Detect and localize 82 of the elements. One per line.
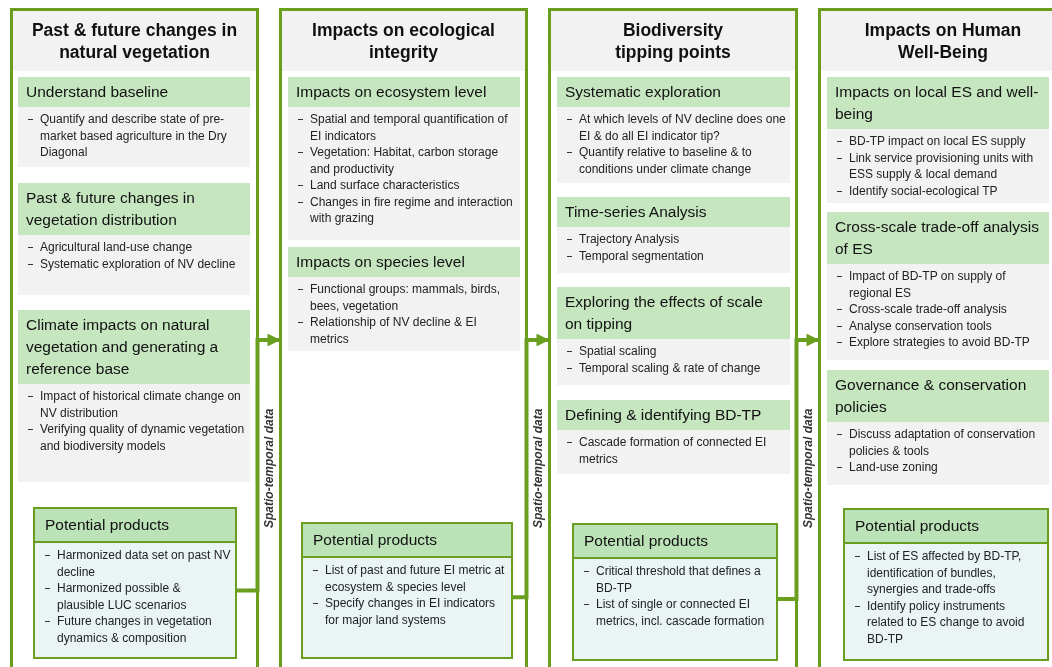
bullet-text: Quantify relative to baseline & to conditions under climate change: [565, 144, 786, 177]
bullet-text: Agricultural land-use change: [26, 239, 246, 256]
section-heading: Understand baseline: [18, 77, 250, 107]
section-heading: Potential products: [845, 510, 1047, 544]
bullet-text: Impact of historical climate change on NV distribution: [26, 388, 246, 421]
section-card: [827, 212, 1049, 360]
bullet-text: Specify changes in EI indicators for major land systems: [311, 595, 507, 628]
bullet-text: Link service provisioning units with ESS supply & local demand: [835, 149, 1045, 183]
section-heading: Time-series Analysis: [557, 197, 790, 227]
bullet-text: Relationship of NV decline & EI metrics: [296, 314, 516, 347]
section-heading: Climate impacts on natural vegetation and generating a reference base: [18, 310, 250, 384]
section-heading: Potential products: [574, 525, 776, 559]
bullet-text: Vegetation: Habitat, carbon storage and productivity: [296, 144, 516, 177]
section-heading: Governance & conservation policies: [827, 370, 1049, 422]
section-card: [557, 197, 790, 273]
bullet-text: Changes in fire regime and interaction with grazing: [296, 193, 516, 227]
bullet-text: Impact of BD-TP on supply of regional ES: [835, 268, 1045, 301]
column-panel: [10, 8, 259, 667]
bullet-text: Verifying quality of dynamic vegetation and biodiversity models: [26, 421, 246, 454]
section-heading: Impacts on local ES and well-being: [827, 77, 1049, 129]
bullet-text: Spatial and temporal quantification of EI indicators: [296, 111, 516, 144]
bullet-text: Identify policy instruments related to ES change to avoid BD-TP: [853, 597, 1043, 647]
bullet-text: Cross-scale trade-off analysis: [835, 301, 1045, 318]
bullet-text: Identify social-ecological TP: [835, 182, 1045, 199]
section-card: [18, 310, 250, 482]
bullet-text: Spatial scaling: [565, 343, 786, 360]
bullet-text: Harmonized data set on past NV decline: [43, 547, 231, 580]
products-card: [301, 522, 513, 659]
section-card: [827, 370, 1049, 485]
section-card: [827, 77, 1049, 203]
bullet-text: Harmonized possible & plausible LUC scenarios: [43, 580, 231, 613]
connector-arrow: [237, 333, 281, 593]
connector-arrow: [778, 333, 820, 601]
section-heading: Potential products: [303, 524, 511, 558]
section-card: [557, 400, 790, 474]
bullet-text: List of ES affected by BD-TP, identification of bundles, synergies and trade-offs: [853, 548, 1043, 598]
bullet-text: BD-TP impact on local ES supply: [835, 133, 1045, 150]
section-card: [557, 287, 790, 385]
column-title: Impacts on Human Well-Being: [863, 19, 1023, 63]
products-card: [572, 523, 778, 661]
section-card: [288, 247, 520, 351]
section-card: [288, 77, 520, 240]
bullet-text: Systematic exploration of NV decline: [26, 255, 246, 272]
section-heading: Past & future changes in vegetation distribution: [18, 183, 250, 235]
column-panel: [279, 8, 528, 667]
section-card: [18, 183, 250, 295]
bullet-text: At which levels of NV decline does one EI & do all EI indicator tip?: [565, 111, 786, 144]
section-heading: Impacts on ecosystem level: [288, 77, 520, 107]
column-panel: [818, 8, 1052, 667]
bullet-text: Temporal scaling & rate of change: [565, 359, 786, 376]
products-card: [33, 507, 237, 659]
bullet-text: Analyse conservation tools: [835, 317, 1045, 334]
edge-label: Spatio-temporal data: [530, 406, 545, 530]
bullet-text: Cascade formation of connected EI metrics: [565, 434, 786, 467]
column-panel: [548, 8, 798, 667]
bullet-text: Quantify and describe state of pre-market based agriculture in the Dry Diagonal: [26, 111, 246, 161]
bullet-text: Discuss adaptation of conservation policies & tools: [835, 426, 1045, 459]
section-heading: Cross-scale trade-off analysis of ES: [827, 212, 1049, 264]
bullet-text: Land surface characteristics: [296, 177, 516, 194]
bullet-text: Future changes in vegetation dynamics & composition: [43, 613, 231, 646]
connector-arrow: [513, 333, 550, 600]
products-card: [843, 508, 1049, 661]
bullet-text: List of past and future EI metric at ecosystem & species level: [311, 562, 507, 595]
section-card: [18, 77, 250, 167]
bullet-text: Temporal segmentation: [565, 247, 786, 264]
bullet-text: List of single or connected EI metrics, incl. cascade formation: [582, 596, 772, 629]
bullet-text: Functional groups: mammals, birds, bees, vegetation: [296, 281, 516, 314]
column-title: Impacts on ecological integrity: [311, 19, 496, 63]
column-title: Biodiversity tipping points: [614, 19, 732, 63]
section-heading: Defining & identifying BD-TP: [557, 400, 790, 430]
edge-label: Spatio-temporal data: [261, 406, 276, 530]
bullet-text: Land-use zoning: [835, 459, 1045, 476]
bullet-text: Critical threshold that defines a BD-TP: [582, 563, 772, 596]
section-heading: Potential products: [35, 509, 235, 543]
edge-label: Spatio-temporal data: [800, 406, 815, 530]
bullet-text: Explore strategies to avoid BD-TP: [835, 334, 1045, 351]
section-heading: Systematic exploration: [557, 77, 790, 107]
column-title: Past & future changes in natural vegetation: [30, 19, 239, 63]
section-card: [557, 77, 790, 183]
section-heading: Impacts on species level: [288, 247, 520, 277]
section-heading: Exploring the effects of scale on tipping: [557, 287, 790, 339]
bullet-text: Trajectory Analysis: [565, 231, 786, 248]
